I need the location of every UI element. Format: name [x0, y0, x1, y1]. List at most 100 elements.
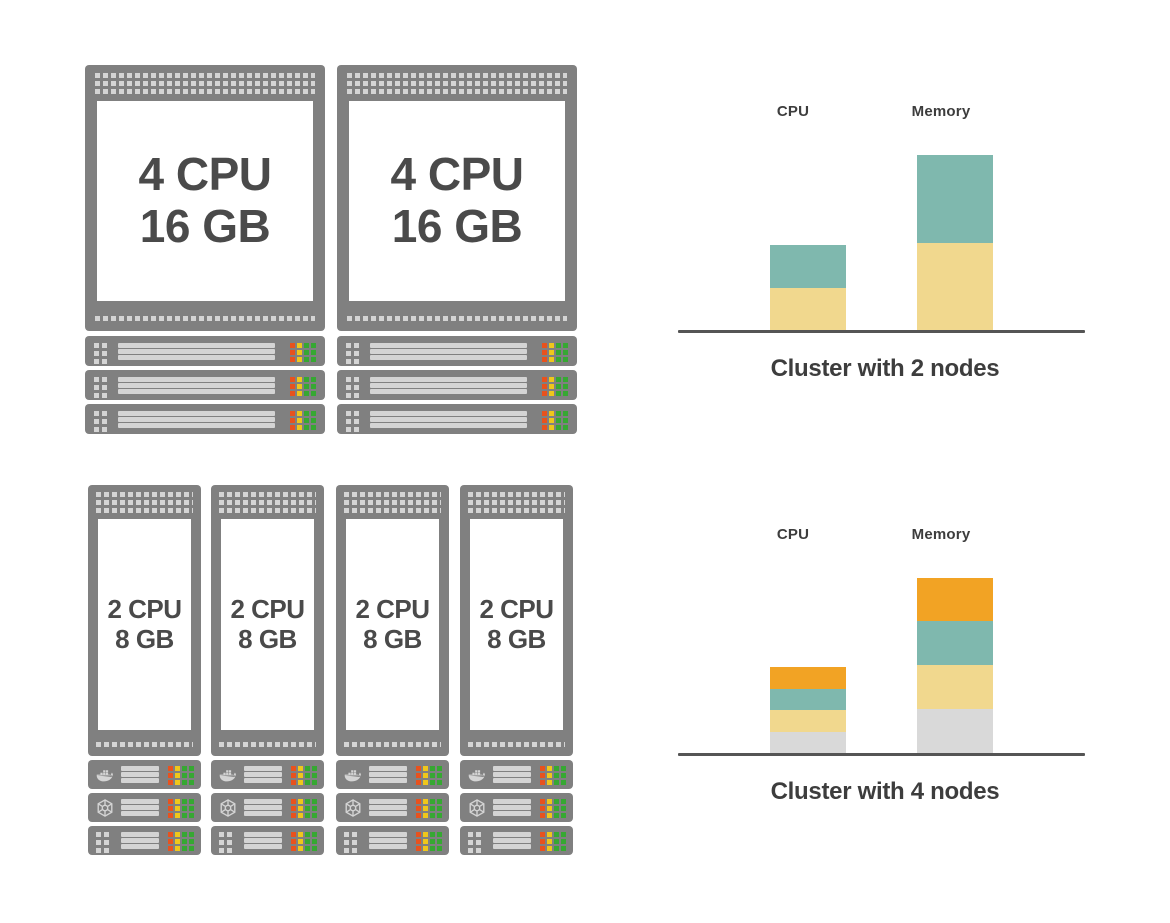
server-node[interactable]: 4 CPU 16 GB — [85, 65, 325, 331]
status-leds — [291, 799, 317, 818]
chart-cluster-4-nodes: CPU Memory Cluster with 4 nodes — [670, 513, 1100, 823]
server-face: 4 CPU 16 GB — [97, 101, 313, 301]
server-face: 2 CPU 8 GB — [346, 519, 439, 730]
dots-icon — [346, 343, 359, 364]
drive-bays — [370, 411, 527, 428]
drive-bays — [118, 377, 275, 394]
status-leds — [290, 343, 316, 362]
rack-unit[interactable] — [88, 793, 201, 822]
drive-bays — [493, 799, 531, 816]
status-leds — [168, 766, 194, 785]
rack-unit[interactable] — [460, 760, 573, 789]
server-node[interactable]: 4 CPU 16 GB — [337, 65, 577, 331]
rack-unit[interactable] — [88, 826, 201, 855]
rack-unit[interactable] — [337, 370, 577, 400]
dots-icon — [344, 832, 357, 853]
status-leds — [291, 832, 317, 851]
chassis-top-vent-icon — [95, 73, 315, 94]
drive-bays — [370, 343, 527, 360]
drive-bays — [244, 799, 282, 816]
chassis-top-vent-icon — [347, 73, 567, 94]
rack-unit[interactable] — [337, 336, 577, 366]
bar-segment-node-2 — [770, 245, 846, 288]
status-leds — [540, 832, 566, 851]
rack-unit[interactable] — [85, 404, 325, 434]
server-face: 2 CPU 8 GB — [221, 519, 314, 730]
server-spec-label: 4 CPU 16 GB — [390, 148, 524, 252]
rack-unit[interactable] — [337, 404, 577, 434]
rack-unit[interactable] — [460, 826, 573, 855]
bar-memory[interactable] — [917, 578, 993, 753]
chassis-bottom-vent-icon — [96, 742, 193, 747]
status-leds — [542, 343, 568, 362]
bar-cpu[interactable] — [770, 245, 846, 330]
kubernetes-icon — [342, 797, 364, 819]
bar-cpu[interactable] — [770, 667, 846, 753]
server-face: 2 CPU 8 GB — [470, 519, 563, 730]
server-node[interactable]: 2 CPU 8 GB — [336, 485, 449, 756]
bar-segment-node-1 — [770, 288, 846, 330]
drive-bays — [369, 766, 407, 783]
drive-bays — [244, 832, 282, 849]
server-face: 4 CPU 16 GB — [349, 101, 565, 301]
status-leds — [291, 766, 317, 785]
drive-bays — [369, 832, 407, 849]
drive-bays — [121, 799, 159, 816]
chart-caption: Cluster with 4 nodes — [770, 778, 1000, 805]
status-leds — [416, 799, 442, 818]
rack-unit[interactable] — [88, 760, 201, 789]
chart-column-label-cpu: CPU — [776, 526, 810, 543]
drive-bays — [493, 766, 531, 783]
bar-segment-node-1 — [917, 709, 993, 753]
rack-unit[interactable] — [211, 760, 324, 789]
drive-bays — [121, 832, 159, 849]
kubernetes-icon — [94, 797, 116, 819]
docker-icon — [466, 764, 488, 786]
bar-segment-node-2 — [770, 710, 846, 732]
chart-baseline-axis — [678, 330, 1085, 333]
rack-unit[interactable] — [85, 370, 325, 400]
chart-column-label-cpu: CPU — [776, 103, 810, 120]
status-leds — [168, 799, 194, 818]
bar-segment-node-4 — [917, 578, 993, 621]
dots-icon — [94, 343, 107, 364]
rack-unit[interactable] — [336, 793, 449, 822]
drive-bays — [493, 832, 531, 849]
dots-icon — [96, 832, 109, 853]
bar-segment-node-2 — [917, 665, 993, 709]
chart-column-label-memory: Memory — [911, 103, 971, 120]
status-leds — [540, 766, 566, 785]
drive-bays — [118, 343, 275, 360]
server-node[interactable]: 2 CPU 8 GB — [88, 485, 201, 756]
rack-unit[interactable] — [85, 336, 325, 366]
server-node[interactable]: 2 CPU 8 GB — [460, 485, 573, 756]
bar-segment-node-4 — [770, 667, 846, 689]
chassis-top-vent-icon — [96, 492, 193, 513]
chart-caption: Cluster with 2 nodes — [770, 355, 1000, 382]
rack-unit[interactable] — [336, 760, 449, 789]
drive-bays — [118, 411, 275, 428]
rack-unit[interactable] — [336, 826, 449, 855]
chassis-bottom-vent-icon — [347, 316, 567, 321]
chassis-bottom-vent-icon — [95, 316, 315, 321]
server-node[interactable]: 2 CPU 8 GB — [211, 485, 324, 756]
chart-column-label-memory: Memory — [911, 526, 971, 543]
chart-baseline-axis — [678, 753, 1085, 756]
rack-unit[interactable] — [211, 793, 324, 822]
chassis-top-vent-icon — [219, 492, 316, 513]
drive-bays — [121, 766, 159, 783]
status-leds — [542, 377, 568, 396]
bar-memory[interactable] — [917, 155, 993, 330]
chart-cluster-2-nodes: CPU Memory Cluster with 2 nodes — [670, 90, 1100, 400]
dots-icon — [219, 832, 232, 853]
dots-icon — [346, 411, 359, 432]
rack-unit[interactable] — [460, 793, 573, 822]
dots-icon — [94, 377, 107, 398]
bar-segment-node-3 — [917, 621, 993, 665]
rack-unit[interactable] — [211, 826, 324, 855]
server-spec-label: 2 CPU 8 GB — [107, 594, 182, 654]
server-spec-label: 2 CPU 8 GB — [355, 594, 430, 654]
dots-icon — [346, 377, 359, 398]
server-spec-label: 4 CPU 16 GB — [138, 148, 272, 252]
